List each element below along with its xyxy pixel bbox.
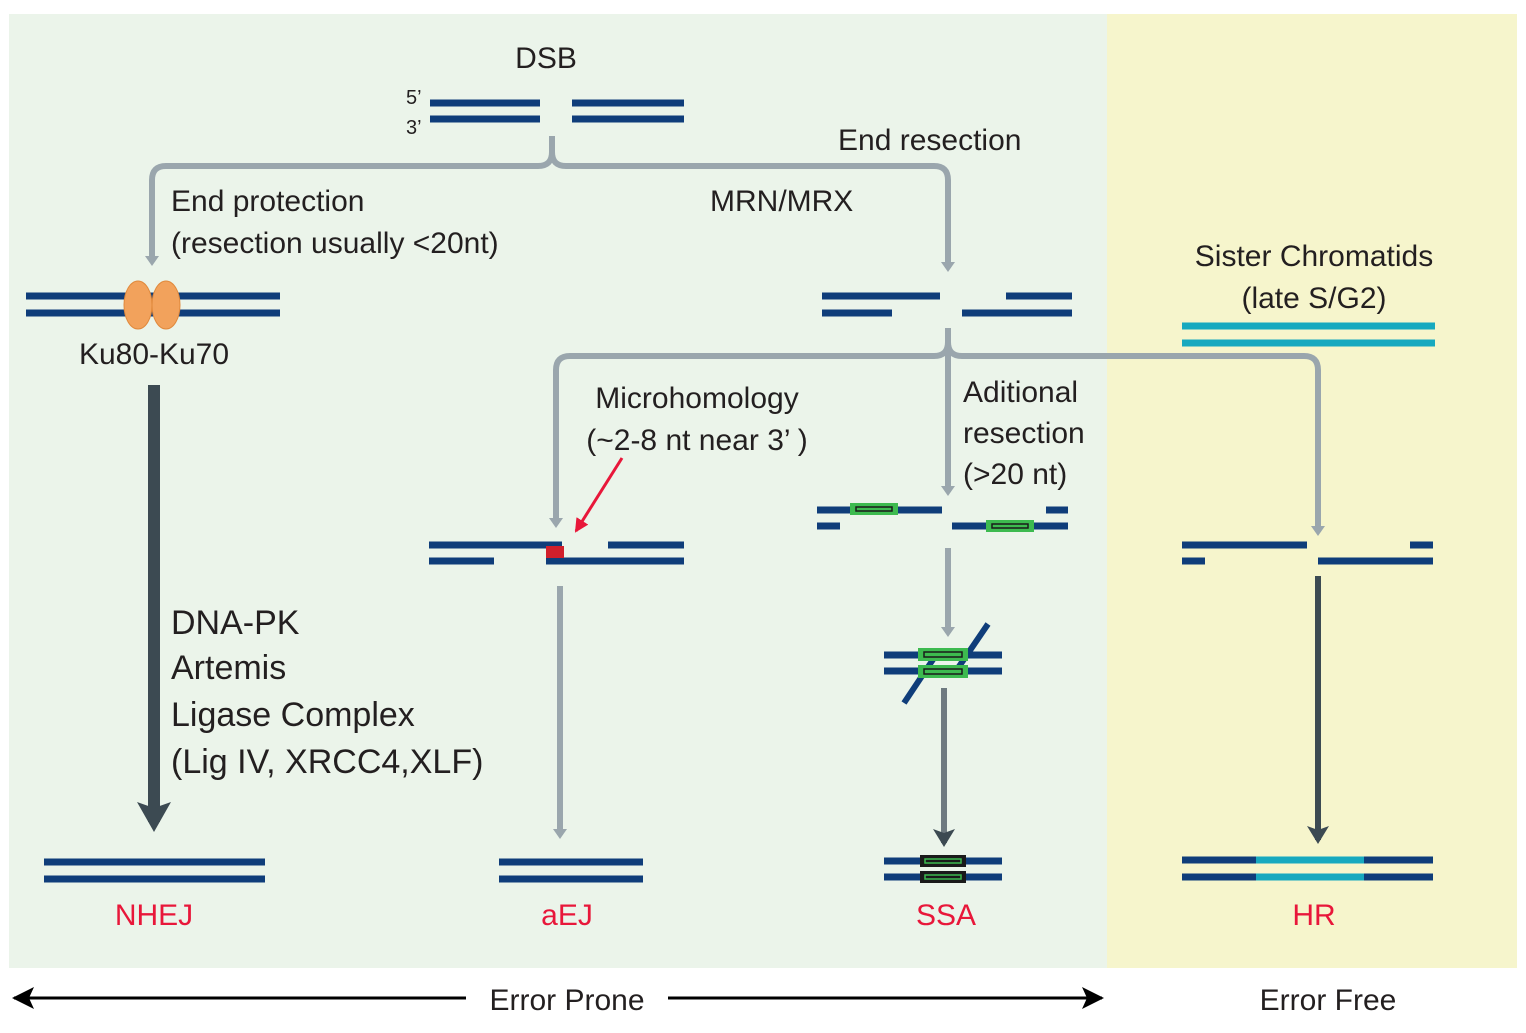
microhomology-label: Microhomology	[595, 382, 798, 415]
nhej-factor-3: Ligase Complex	[171, 696, 415, 734]
additional-resection-label-3: (>20 nt)	[963, 458, 1067, 491]
ku80-icon	[123, 280, 153, 330]
three-prime-label: 3’	[406, 117, 422, 139]
dsb-label: DSB	[515, 42, 577, 75]
end-protection-sub-label: (resection usually <20nt)	[171, 227, 499, 260]
end-protection-label: End protection	[171, 185, 364, 218]
mrn-label: MRN/MRX	[710, 185, 853, 218]
ssa-label: SSA	[916, 899, 976, 932]
error-free-background	[1107, 14, 1517, 968]
nhej-factor-4: (Lig IV, XRCC4,XLF)	[171, 743, 483, 781]
homology-region-icons	[850, 503, 1034, 532]
hr-intermediate-dna	[1182, 541, 1433, 565]
late-s-g2-label: (late S/G2)	[1241, 282, 1386, 315]
sister-chromatid-dna	[1182, 322, 1435, 347]
microhomology-region	[546, 546, 564, 558]
five-prime-label: 5’	[406, 87, 422, 109]
additional-resection-label-2: resection	[963, 417, 1085, 450]
aej-label: aEJ	[541, 899, 593, 932]
ku-label: Ku80-Ku70	[79, 338, 229, 371]
resected-dna	[822, 292, 1072, 317]
end-resection-label: End resection	[838, 124, 1021, 157]
aej-product-dna	[499, 858, 643, 883]
microhomology-pointer-arrow	[574, 457, 624, 533]
hr-product-dna	[1182, 856, 1433, 881]
ssa-product-dna	[884, 855, 1002, 883]
ssa-annealing-dna	[884, 622, 1002, 705]
error-free-label: Error Free	[1260, 984, 1397, 1017]
nhej-factor-1: DNA-PK	[171, 604, 300, 642]
microhomology-sub-label: (~2-8 nt near 3’ )	[586, 424, 808, 457]
additional-resection-label-1: Aditional	[963, 376, 1078, 409]
hr-branch-connector	[945, 341, 1325, 536]
nhej-product-dna	[44, 858, 265, 883]
hr-label: HR	[1292, 899, 1335, 932]
aej-intermediate-dna	[429, 541, 684, 565]
nhej-factor-2: Artemis	[171, 649, 286, 687]
dsb-dna-strands	[430, 99, 684, 123]
ku70-icon	[151, 280, 181, 330]
nhej-label: NHEJ	[115, 899, 193, 932]
error-prone-label: Error Prone	[489, 984, 644, 1017]
sister-chromatids-label: Sister Chromatids	[1195, 240, 1433, 273]
resection-branch-connector	[549, 151, 955, 272]
